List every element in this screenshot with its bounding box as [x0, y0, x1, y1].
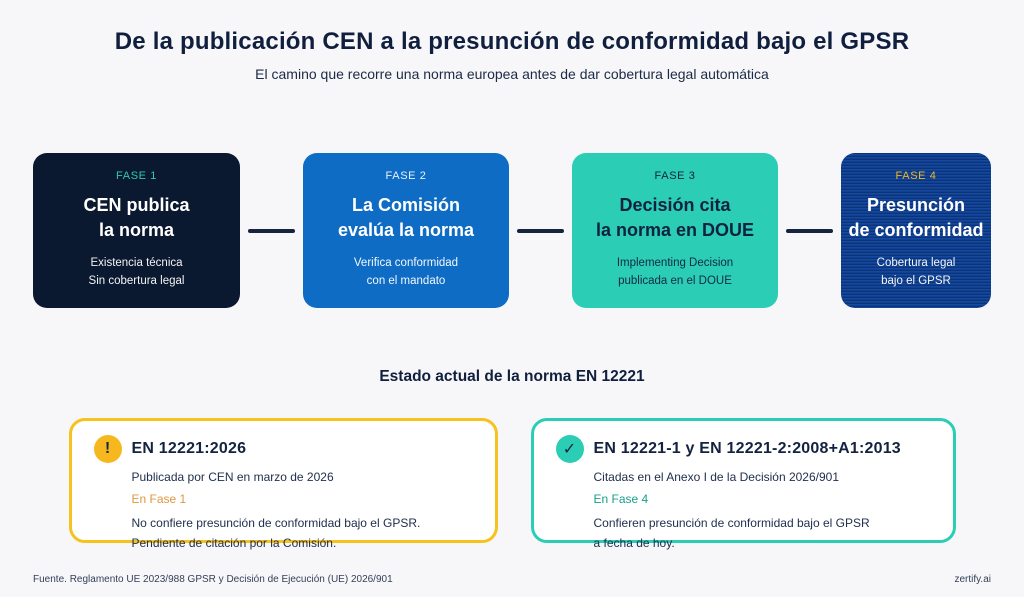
phase-4-label: FASE 4 [895, 170, 937, 183]
source-note: Fuente. Reglamento UE 2023/988 GPSR y De… [33, 574, 393, 585]
phase-card-4: FASE 4 Presunción de conformidad Cobertu… [841, 153, 991, 308]
warning-icon: ! [93, 435, 122, 463]
status-card-body: Publicada por CEN en marzo de 2026 En Fa… [72, 463, 495, 554]
brand-label: zertify.ai [954, 574, 992, 585]
page-title: De la publicación CEN a la presunción de… [114, 28, 910, 55]
page-subtitle: El camino que recorre una norma europea … [255, 66, 769, 82]
phase-3-label: FASE 3 [654, 170, 696, 183]
phase-3-title: Decisión cita la norma en DOUE [595, 195, 755, 240]
connector-line [786, 228, 833, 233]
phase-card-2: FASE 2 La Comisión evalúa la norma Verif… [303, 153, 509, 308]
status-phase-badge: En Fase 4 [593, 492, 649, 506]
phase-2-desc: Verifica conformidad con el mandato [353, 256, 459, 287]
status-row: ! EN 12221:2026 Publicada por CEN en mar… [0, 418, 1024, 550]
flow-connector-1 [240, 228, 303, 233]
phase-4-desc: Cobertura legal bajo el GPSR [876, 256, 956, 287]
status-card-en12221-2026: ! EN 12221:2026 Publicada por CEN en mar… [68, 418, 498, 550]
status-notes: Confieren presunción de conformidad bajo… [593, 516, 870, 550]
status-detail: Publicada por CEN en marzo de 2026 [131, 470, 334, 484]
check-icon: ✓ [555, 435, 584, 463]
flow-connector-2 [509, 228, 572, 233]
status-card-body: Citadas en el Anexo I de la Decisión 202… [534, 463, 953, 554]
status-notes: No confiere presunción de conformidad ba… [131, 516, 421, 550]
phase-flow: FASE 1 CEN publica la norma Existencia t… [33, 153, 991, 308]
phase-4-title: Presunción de conformidad [848, 195, 984, 240]
phase-3-desc: Implementing Decision publicada en el DO… [616, 256, 734, 287]
status-phase-badge: En Fase 1 [131, 492, 187, 506]
phase-1-title: CEN publica la norma [83, 195, 190, 240]
status-detail: Citadas en el Anexo I de la Decisión 202… [593, 470, 840, 484]
phase-2-title: La Comisión evalúa la norma [337, 195, 475, 240]
status-section-title: Estado actual de la norma EN 12221 [379, 368, 645, 385]
connector-line [517, 228, 564, 233]
phase-card-1: FASE 1 CEN publica la norma Existencia t… [33, 153, 240, 308]
status-card-title: EN 12221:2026 [131, 440, 247, 457]
phase-card-3: FASE 3 Decisión cita la norma en DOUE Im… [572, 153, 778, 308]
connector-line [248, 228, 295, 233]
phase-1-label: FASE 1 [116, 170, 157, 183]
phase-1-desc: Existencia técnica Sin cobertura legal [88, 256, 185, 287]
status-card-title: EN 12221-1 y EN 12221-2:2008+A1:2013 [593, 440, 901, 457]
flow-connector-3 [778, 228, 841, 233]
status-card-header: ! EN 12221:2026 [72, 421, 495, 463]
phase-2-label: FASE 2 [385, 170, 427, 183]
status-card-en12221-1-2: ✓ EN 12221-1 y EN 12221-2:2008+A1:2013 C… [530, 418, 956, 550]
status-card-header: ✓ EN 12221-1 y EN 12221-2:2008+A1:2013 [534, 421, 953, 463]
